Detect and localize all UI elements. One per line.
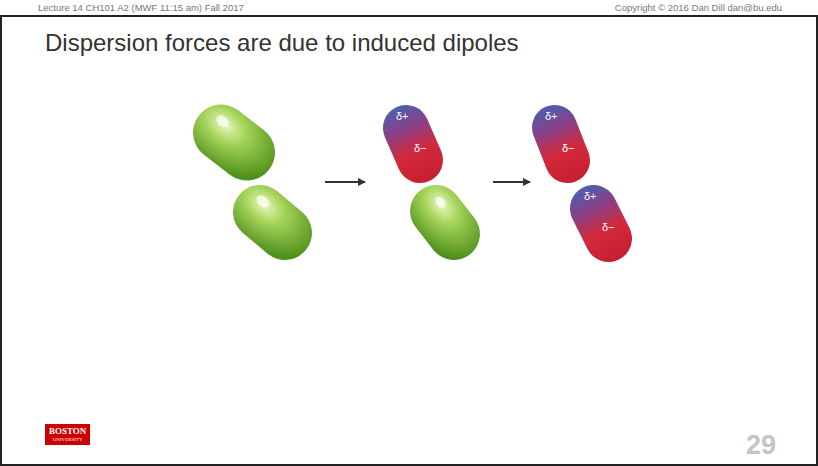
induced-dipole-molecule: δ+ δ− bbox=[570, 185, 632, 262]
dipole-capsule bbox=[570, 185, 632, 262]
molecule-shape bbox=[570, 185, 632, 262]
slide-border bbox=[0, 15, 818, 17]
slide-border bbox=[816, 15, 818, 466]
partial-charge: δ− bbox=[414, 142, 427, 154]
neutral-molecule bbox=[400, 175, 491, 271]
dipole-body bbox=[532, 105, 590, 183]
slide-border bbox=[0, 464, 818, 466]
header-text: Lecture 14 CH101 A2 (MWF 11:15 am) Fall … bbox=[38, 2, 244, 13]
dipole-capsule bbox=[383, 105, 443, 183]
neutral-molecule bbox=[182, 93, 287, 192]
molecule-shape bbox=[532, 105, 590, 183]
reaction-arrow bbox=[493, 181, 530, 183]
dipole-body bbox=[570, 185, 632, 262]
slide-title: Dispersion forces are due to induced dip… bbox=[45, 29, 519, 57]
partial-charge: δ− bbox=[562, 142, 575, 154]
dipole-body bbox=[383, 105, 443, 183]
partial-charge: δ+ bbox=[584, 190, 597, 202]
logo-text: BOSTON bbox=[49, 427, 86, 436]
neutral-molecule bbox=[222, 174, 323, 271]
partial-charge: δ− bbox=[602, 221, 615, 233]
page-number: 29 bbox=[746, 430, 776, 461]
partial-charge: δ+ bbox=[396, 110, 409, 122]
header-text: Copyright © 2016 Dan Dill dan@bu.edu bbox=[615, 2, 782, 13]
university-logo: BOSTONUNIVERSITY bbox=[45, 424, 90, 445]
logo-text: UNIVERSITY bbox=[49, 437, 86, 442]
reaction-arrow bbox=[325, 181, 365, 183]
induced-dipole-molecule: δ+ δ− bbox=[383, 105, 443, 183]
induced-dipole-molecule: δ+ δ− bbox=[532, 105, 590, 183]
molecule-shape bbox=[383, 105, 443, 183]
slide-border bbox=[0, 15, 2, 466]
dipole-capsule bbox=[532, 105, 590, 183]
partial-charge: δ+ bbox=[545, 110, 558, 122]
